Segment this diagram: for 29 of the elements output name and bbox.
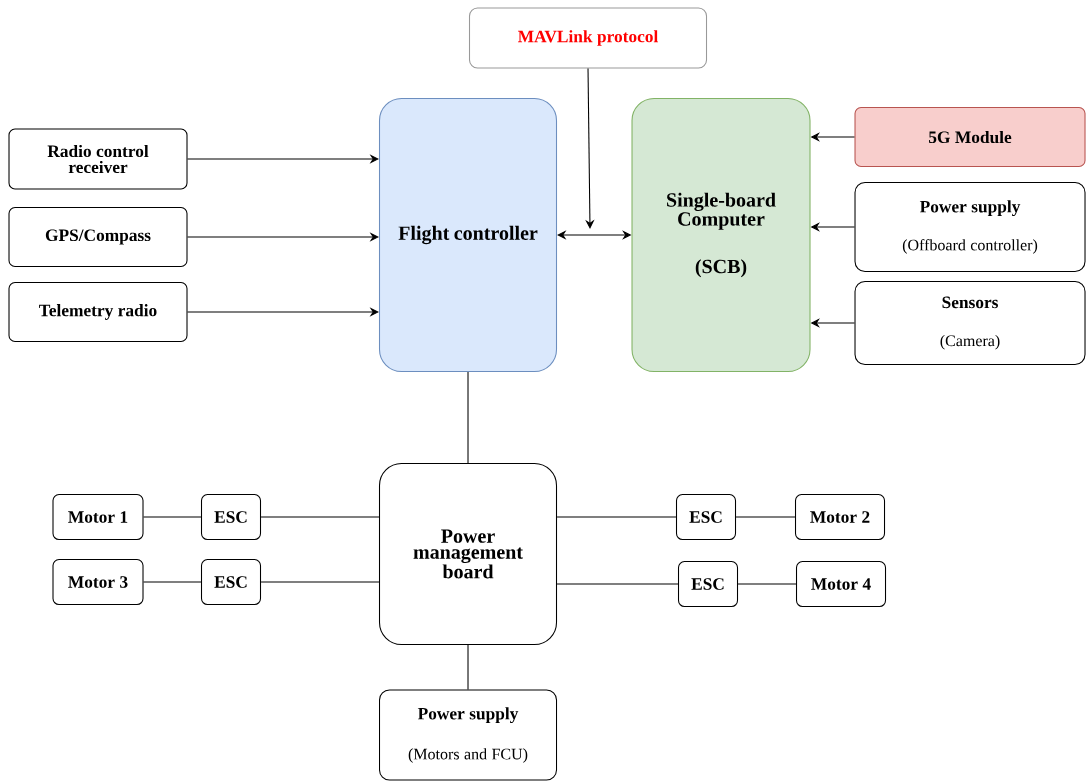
motor-box: Motor 2 [794,493,886,541]
esc-box: ESC [200,558,262,606]
connector-line [260,581,380,583]
motor-box: Motor 4 [795,560,887,608]
connector-line [735,516,796,518]
input-box: Radio control receiver [8,128,188,190]
motor-box: Motor 1 [52,493,144,541]
connector-line [467,644,469,690]
power-supply-box: Power supply (Motors and FCU) [378,689,558,781]
input-box: GPS/Compass [8,206,188,268]
controller-box: Flight controller [378,97,558,373]
connector-line [143,516,202,518]
module-box: 5G Module [854,106,1086,168]
connector-line [556,516,677,518]
connector-line [143,581,202,583]
esc-box: ESC [675,493,737,541]
computer-box: Single-board Computer (SCB) [631,97,811,373]
sensor-box: Sensors (Camera) [854,280,1086,366]
motor-box: Motor 3 [52,558,144,606]
power-supply-box: Power supply (Offboard controller) [854,181,1086,273]
connector-line [556,583,679,585]
protocol-box: MAVLink protocol [468,7,708,69]
esc-box: ESC [677,560,739,608]
esc-box: ESC [200,493,262,541]
connector-line [737,583,797,585]
connector-line [467,371,469,464]
power-board-box: Power management board [378,462,558,646]
input-box: Telemetry radio [8,281,188,343]
connector-line [260,516,380,518]
